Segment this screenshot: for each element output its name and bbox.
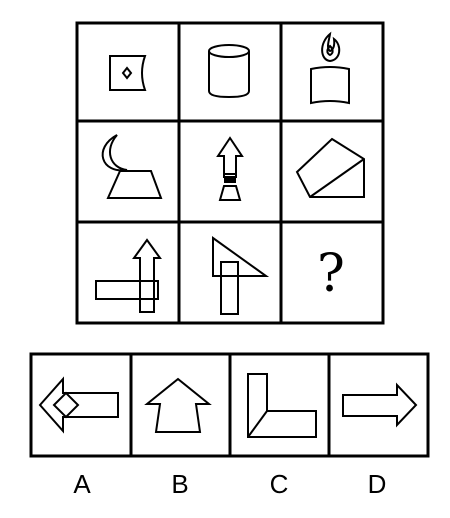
l-shape	[247, 373, 317, 438]
up-arrow-shape	[144, 377, 212, 433]
grid-border	[75, 21, 385, 325]
cylinder-top	[208, 44, 250, 58]
horizontal-bar-shape	[95, 280, 159, 300]
option-d-label[interactable]: D	[368, 469, 387, 499]
right-triangle-shape	[212, 236, 270, 277]
diagonal-line	[247, 410, 268, 438]
curved-panel-shape	[109, 55, 147, 91]
trapezoid-shape	[106, 170, 163, 199]
diamond-shape	[121, 66, 133, 80]
arrow-band	[223, 173, 237, 178]
crescent-moon-shape	[101, 134, 128, 172]
cell-r3c2-triangle-and-rect	[212, 236, 270, 315]
cell-r1c2-cylinder	[208, 44, 250, 99]
option-a-figure[interactable]	[38, 376, 119, 434]
option-b-label[interactable]: B	[171, 469, 188, 499]
pentagon-shape	[295, 137, 365, 198]
cell-r2c3-pentagon-with-diagonal	[295, 137, 365, 198]
filled-band	[224, 177, 236, 183]
question-mark: ?	[317, 244, 345, 304]
inner-flame	[326, 44, 334, 57]
puzzle-grid	[75, 21, 385, 325]
cylinder-body	[208, 51, 250, 99]
diamond-shape	[52, 391, 80, 419]
option-c-label[interactable]: C	[270, 469, 289, 499]
right-arrow-shape	[342, 382, 418, 428]
option-a-label[interactable]: A	[73, 469, 91, 499]
cell-r2c1-moon-and-trapezoid	[101, 134, 163, 199]
cell-r1c3-candle-with-flame	[310, 31, 350, 105]
option-b-figure[interactable]	[144, 377, 212, 433]
options-row	[29, 352, 430, 458]
up-arrow-shape	[216, 136, 244, 175]
option-d-figure[interactable]	[342, 382, 418, 428]
small-trapezoid-shape	[218, 185, 242, 201]
tall-rect-shape	[220, 261, 239, 315]
candle-body	[310, 66, 350, 105]
diagonal-line	[309, 158, 365, 198]
up-arrow-shape	[132, 238, 162, 313]
left-arrow-shape	[38, 376, 119, 434]
cell-r3c1-arrow-and-bar	[95, 238, 162, 313]
cell-r1c1-curved-panel-with-diamond	[109, 55, 147, 91]
option-c-figure[interactable]	[247, 373, 317, 438]
cell-r2c2-arrow-stack	[216, 136, 244, 201]
